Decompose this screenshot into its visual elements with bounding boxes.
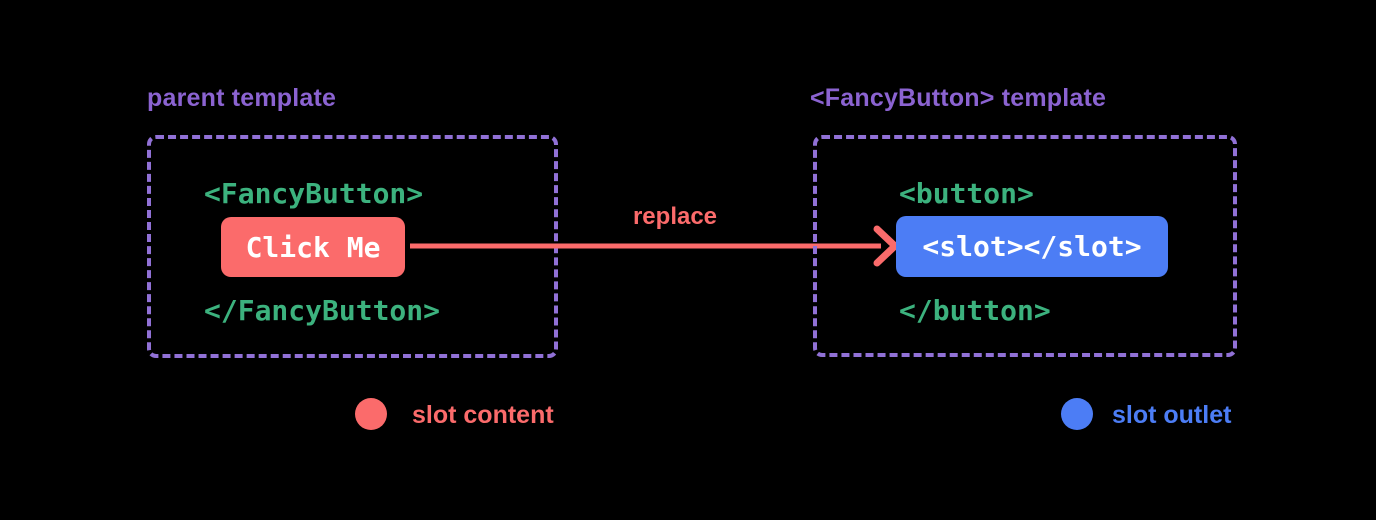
slot-content-button-label: Click Me xyxy=(245,230,381,264)
slot-content-legend-dot xyxy=(355,398,387,430)
replace-arrow xyxy=(410,225,899,267)
fancybutton-open-tag: <FancyButton> xyxy=(204,177,424,210)
slot-content-legend-label: slot content xyxy=(412,401,554,429)
button-close-tag: </button> xyxy=(899,294,1051,327)
slot-outlet-legend-label: slot outlet xyxy=(1112,401,1232,429)
fancybutton-template-title: <FancyButton> template xyxy=(810,84,1107,112)
fancybutton-template-box xyxy=(813,135,1237,357)
slot-outlet-legend-dot xyxy=(1061,398,1093,430)
replace-label: replace xyxy=(632,203,718,230)
slot-outlet-chip-label: <slot></slot> xyxy=(922,230,1142,263)
fancybutton-close-tag: </FancyButton> xyxy=(204,294,441,327)
slot-outlet-chip: <slot></slot> xyxy=(896,216,1168,277)
parent-template-title: parent template xyxy=(147,84,337,112)
button-open-tag: <button> xyxy=(899,177,1034,210)
slot-content-button: Click Me xyxy=(221,217,405,277)
